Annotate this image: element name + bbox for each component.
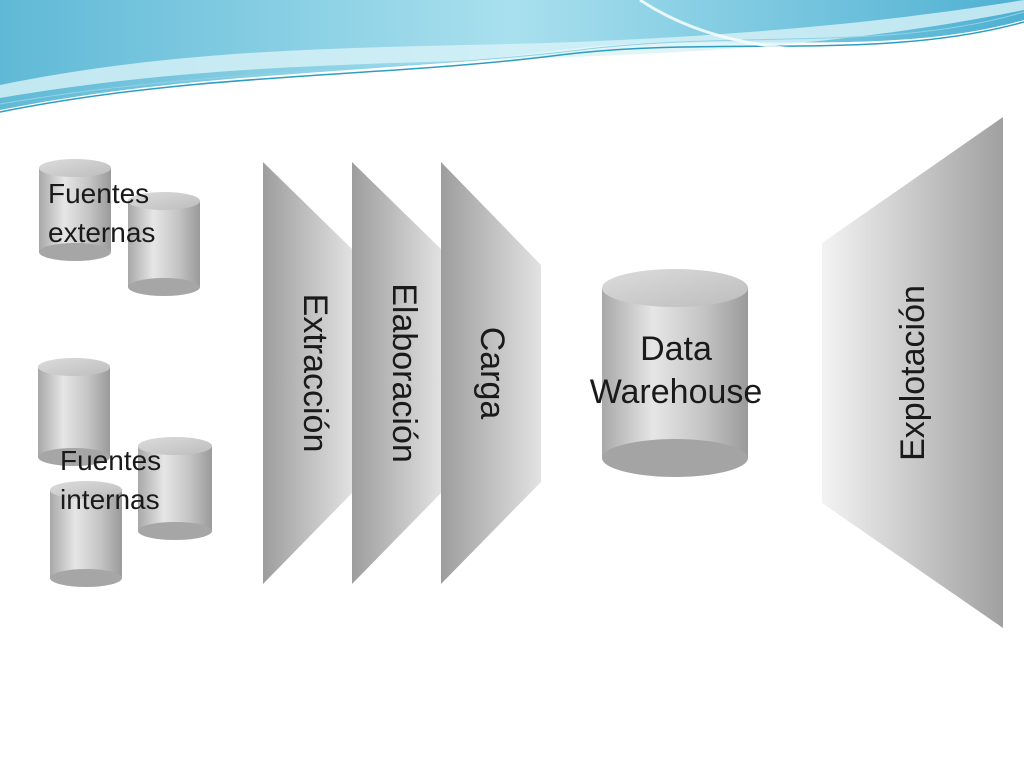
data-warehouse: Data Warehouse <box>590 269 763 477</box>
svg-text:Fuentes: Fuentes <box>48 178 149 209</box>
stage-extraction: Extracción <box>263 162 353 584</box>
external-sources-label: Fuentes externas <box>48 178 155 248</box>
svg-text:Fuentes: Fuentes <box>60 445 161 476</box>
header-banner <box>0 0 1024 113</box>
database-icon <box>38 358 110 466</box>
svg-text:Elaboración: Elaboración <box>385 283 423 463</box>
database-icon <box>602 269 748 477</box>
database-icon <box>138 437 212 540</box>
database-icon <box>50 481 122 587</box>
svg-text:Data: Data <box>640 330 712 368</box>
database-icon <box>39 159 111 261</box>
stage-elaboration: Elaboración <box>352 162 442 584</box>
svg-text:Warehouse: Warehouse <box>590 373 763 411</box>
stage-load: Carga <box>441 162 541 584</box>
database-icon <box>128 192 200 296</box>
svg-text:Carga: Carga <box>473 327 511 420</box>
external-sources-cylinders <box>39 159 200 296</box>
svg-text:Extracción: Extracción <box>296 294 334 453</box>
internal-sources-cylinders <box>38 358 212 587</box>
internal-sources-label: Fuentes internas <box>60 445 161 515</box>
svg-text:internas: internas <box>60 484 160 515</box>
svg-text:externas: externas <box>48 217 155 248</box>
svg-text:Explotación: Explotación <box>894 285 932 461</box>
stage-exploitation: Explotación <box>822 117 1003 628</box>
